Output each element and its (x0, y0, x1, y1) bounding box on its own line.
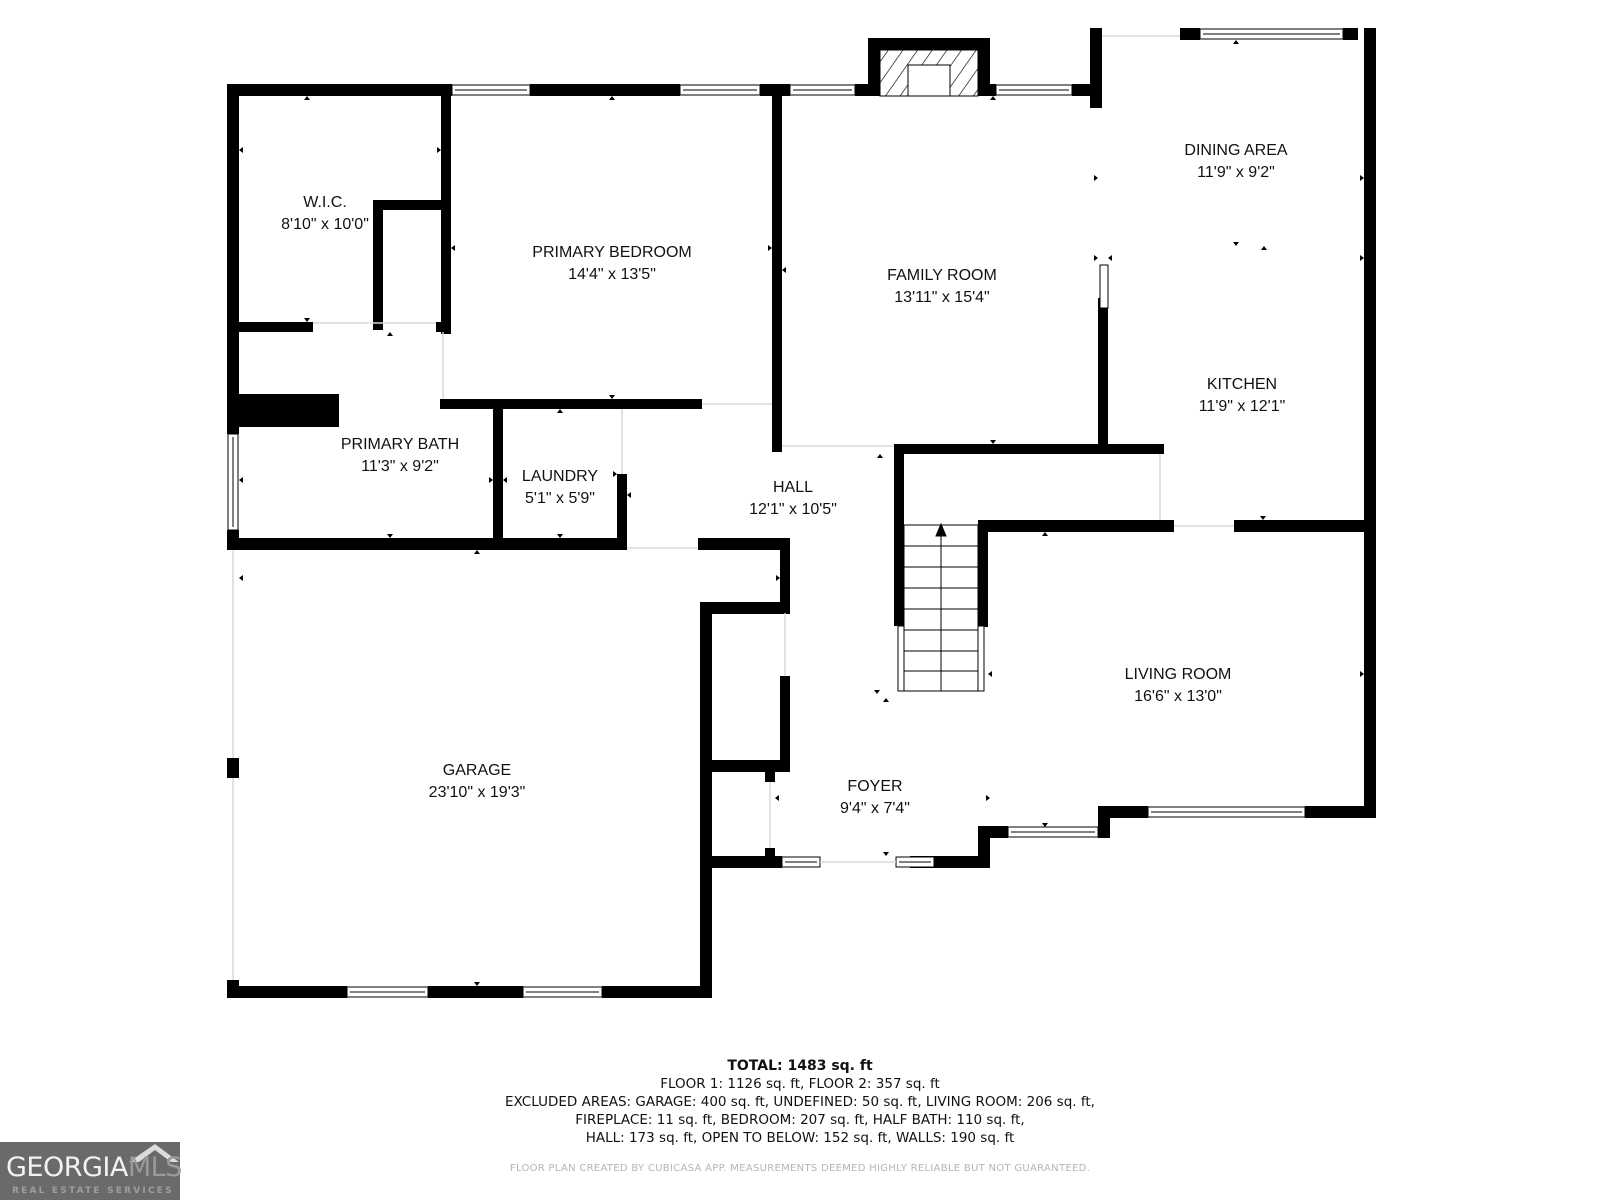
room-dimensions: 11'9" x 12'1" (1198, 398, 1286, 415)
georgia-mls-logo: GEORGIAMLS REAL ESTATE SERVICES (0, 1142, 182, 1200)
room-label-living-room: LIVING ROOM 16'6" x 13'0" (1125, 664, 1232, 708)
room-label-kitchen: KITCHEN 11'9" x 12'1" (1199, 374, 1286, 418)
room-name: LIVING ROOM (1124, 666, 1232, 683)
room-dimensions: 16'6" x 13'0" (1134, 688, 1222, 705)
room-name: PRIMARY BEDROOM (532, 244, 692, 261)
room-dimensions: 11'9" x 9'2" (1197, 164, 1275, 181)
room-name: DINING AREA (1184, 142, 1288, 159)
room-dimensions: 14'4" x 13'5" (568, 266, 656, 283)
room-name: FAMILY ROOM (887, 267, 997, 284)
logo-brand-mls: MLS (127, 1152, 182, 1183)
room-name: W.I.C. (303, 194, 347, 211)
roof-icon (129, 1144, 179, 1162)
fireplace-icon (879, 49, 979, 97)
room-label-garage: GARAGE 23'10" x 19'3" (429, 760, 526, 804)
room-name: KITCHEN (1206, 376, 1278, 393)
room-name: HALL (772, 479, 814, 496)
logo-brand: GEORGIAMLS (6, 1152, 182, 1183)
room-dimensions: 12'1" x 10'5" (749, 501, 837, 518)
excluded-areas-line-3: HALL: 173 sq. ft, OPEN TO BELOW: 152 sq.… (585, 1130, 1015, 1146)
room-label-wic: W.I.C. 8'10" x 10'0" (281, 192, 369, 236)
room-dimensions: 8'10" x 10'0" (281, 216, 369, 233)
room-label-laundry: LAUNDRY 5'1" x 5'9" (522, 466, 598, 510)
windows (227, 28, 1344, 998)
staircase (897, 522, 985, 692)
room-label-primary-bath: PRIMARY BATH 11'3" x 9'2" (341, 434, 459, 478)
room-label-dining-area: DINING AREA 11'9" x 9'2" (1184, 140, 1287, 184)
room-dimensions: 9'4" x 7'4" (840, 800, 910, 817)
total-area: TOTAL: 1483 sq. ft (727, 1058, 873, 1074)
floor-areas: FLOOR 1: 1126 sq. ft, FLOOR 2: 357 sq. f… (660, 1076, 940, 1092)
room-dimensions: 5'1" x 5'9" (525, 490, 595, 507)
room-dimensions: 23'10" x 19'3" (428, 784, 526, 801)
room-label-hall: HALL 12'1" x 10'5" (749, 477, 837, 521)
room-name: GARAGE (442, 762, 512, 779)
logo-subtitle: REAL ESTATE SERVICES (12, 1186, 174, 1196)
openings (232, 35, 1234, 980)
room-name: FOYER (847, 778, 903, 795)
room-name: PRIMARY BATH (340, 436, 460, 453)
room-label-primary-bedroom: PRIMARY BEDROOM 14'4" x 13'5" (532, 242, 691, 286)
room-label-family-room: FAMILY ROOM 13'11" x 15'4" (887, 265, 997, 309)
dimension-markers (239, 40, 1364, 986)
room-dimensions: 13'11" x 15'4" (894, 289, 990, 306)
room-label-foyer: FOYER 9'4" x 7'4" (840, 776, 910, 820)
room-name: LAUNDRY (521, 468, 599, 485)
excluded-areas-line-1: EXCLUDED AREAS: GARAGE: 400 sq. ft, UNDE… (505, 1094, 1095, 1110)
excluded-areas-line-2: FIREPLACE: 11 sq. ft, BEDROOM: 207 sq. f… (575, 1112, 1025, 1128)
area-summary: TOTAL: 1483 sq. ft FLOOR 1: 1126 sq. ft,… (0, 1057, 1600, 1147)
room-dimensions: 11'3" x 9'2" (361, 458, 439, 475)
disclaimer: FLOOR PLAN CREATED BY CUBICASA APP. MEAS… (509, 1163, 1091, 1174)
walls (227, 28, 1376, 998)
logo-brand-georgia: GEORGIA (6, 1152, 128, 1183)
